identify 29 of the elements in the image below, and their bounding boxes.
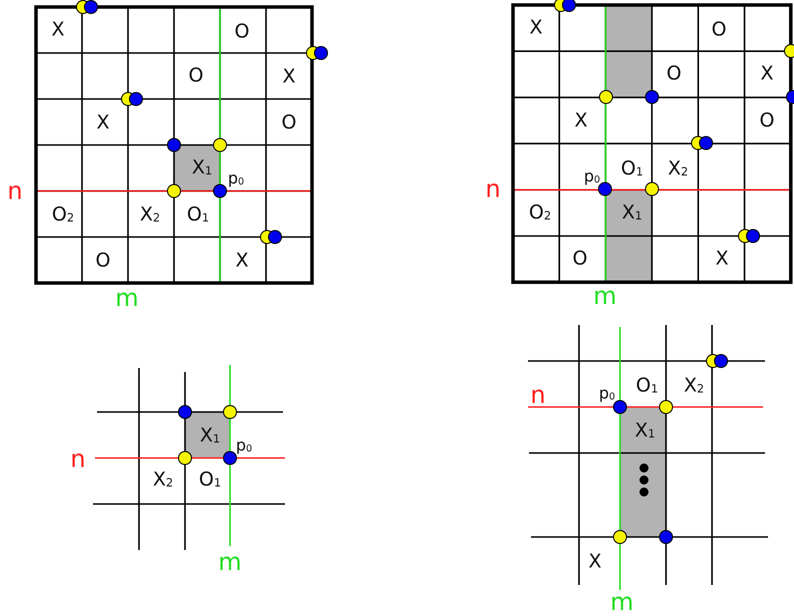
cell-label: X <box>760 64 774 84</box>
line-label: m <box>218 550 242 574</box>
line-label: n <box>530 383 546 407</box>
line-label: m <box>610 590 634 614</box>
cell-label: O <box>96 252 110 270</box>
line-label: n <box>7 179 23 203</box>
cell-label: X <box>715 250 729 268</box>
cell-label: O <box>712 20 726 40</box>
line-label: m <box>115 286 139 310</box>
cell-label: X <box>574 112 588 130</box>
cell-label: X <box>51 20 65 40</box>
cell-label: O <box>234 22 250 42</box>
cell-label: O <box>282 114 296 132</box>
cell-label: X <box>96 114 110 132</box>
cell-label: X <box>235 252 249 270</box>
cell-label: O <box>760 112 774 130</box>
cell-label: p$_{0}$ <box>228 170 244 188</box>
cell-label: p$_{0}$ <box>598 386 616 402</box>
cell-label: O <box>666 64 682 84</box>
cell-label: O <box>188 66 204 86</box>
cell-label: O <box>572 250 588 268</box>
line-label: n <box>485 177 501 201</box>
cell-label: p$_{0}$ <box>236 438 252 454</box>
line-label: m <box>593 284 617 308</box>
cell-label: p$_{0}$ <box>584 168 600 186</box>
cell-label: X <box>588 552 602 572</box>
cell-label: X <box>282 68 296 86</box>
line-label: n <box>70 447 86 471</box>
cell-label: X <box>529 18 543 38</box>
